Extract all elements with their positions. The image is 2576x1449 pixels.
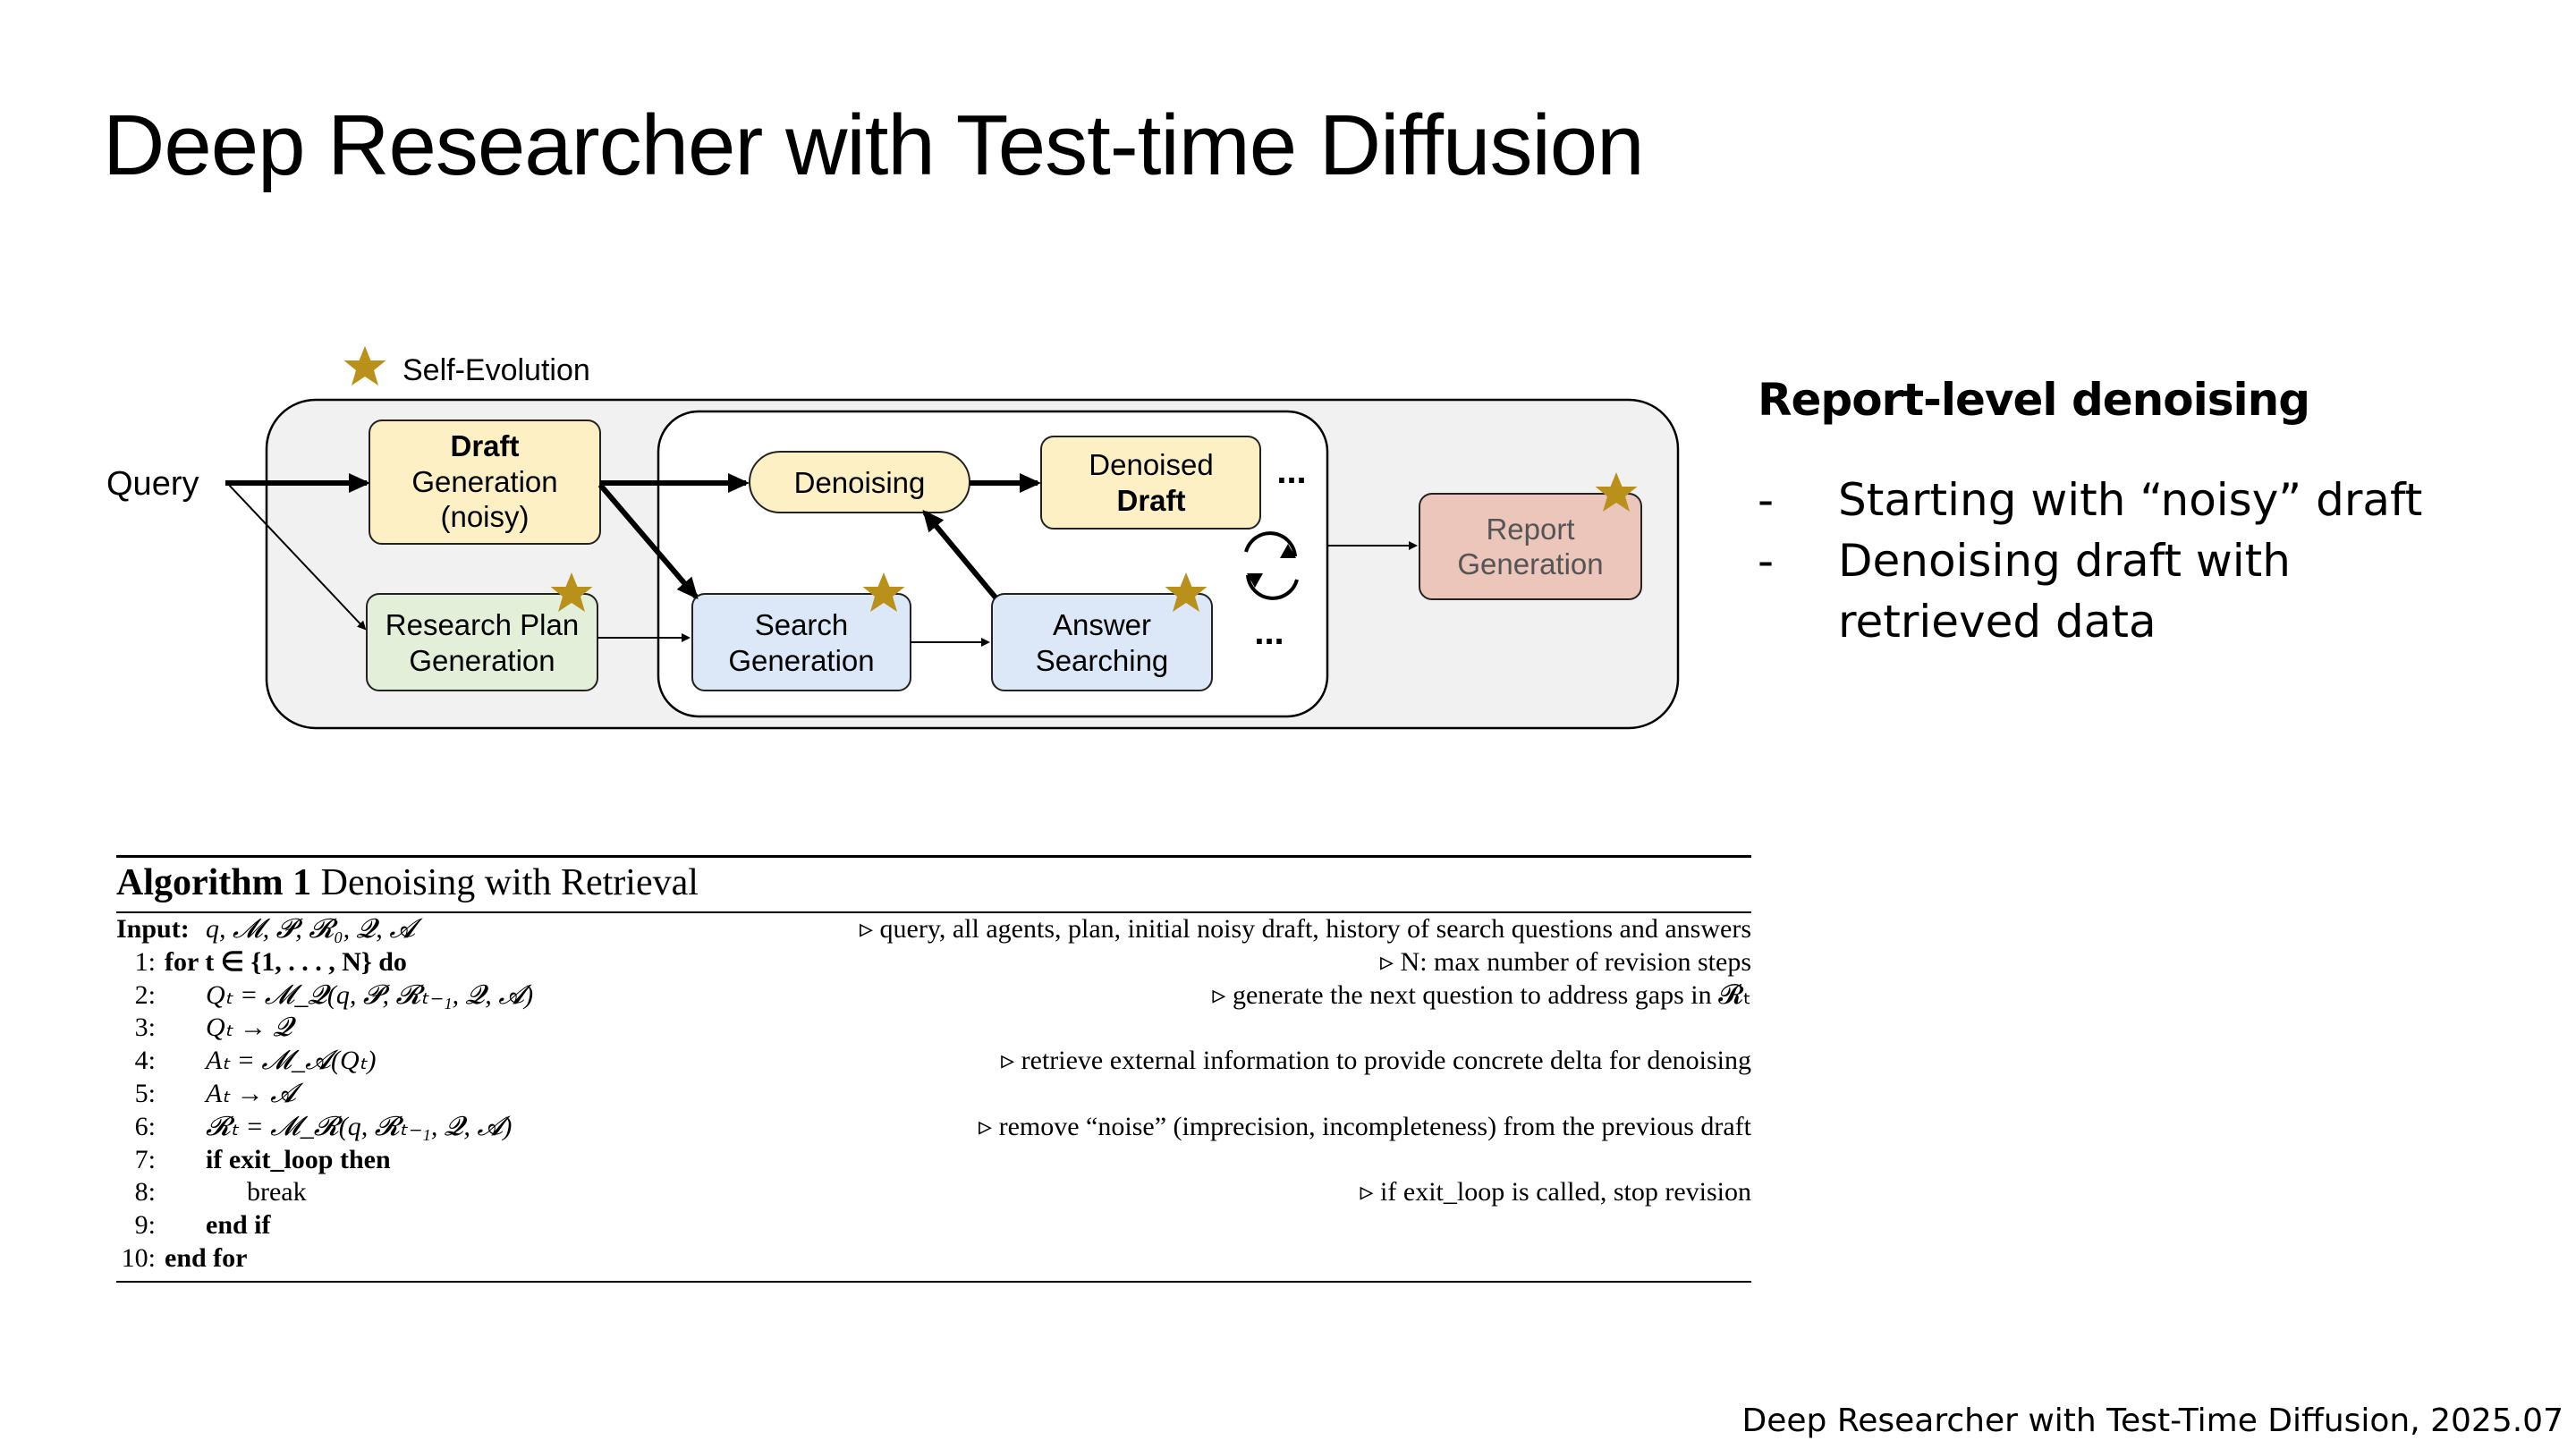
report-generation-line1: Report xyxy=(1486,513,1574,546)
star-icon xyxy=(343,346,386,386)
input-vars: q, 𝓜, 𝓟, 𝓡₀, 𝓠, 𝓐 xyxy=(206,914,416,944)
line-code: Qₜ → 𝓠 xyxy=(206,1013,293,1043)
line-code: break xyxy=(247,1177,307,1208)
line-comment: ▹ N: max number of revision steps xyxy=(1380,946,1751,977)
query-label: Query xyxy=(106,465,199,503)
star-icon xyxy=(862,572,905,612)
line-comment: ▹ retrieve external information to provi… xyxy=(1001,1046,1751,1076)
line-number: 3: xyxy=(134,1013,156,1043)
search-generation-line2: Generation xyxy=(728,644,874,677)
line-number: 6: xyxy=(134,1111,156,1141)
algorithm-mid-rule xyxy=(116,911,1751,913)
draft-generation-line1: Draft xyxy=(450,429,519,462)
arrow-query-to-plan xyxy=(226,482,367,631)
report-generation-line2: Generation xyxy=(1457,547,1603,580)
algorithm-line: 4: Aₜ = 𝓜_𝓐(Qₜ) ▹ retrieve external inform… xyxy=(116,1045,1751,1078)
bullet-text: Denoising draft with retrieved data xyxy=(1838,535,2291,648)
line-number: 7: xyxy=(134,1144,156,1174)
algorithm-line: 5: Aₜ → 𝓐 xyxy=(116,1078,1751,1111)
draft-generation-line2: Generation xyxy=(411,465,557,498)
bullet-text: Starting with “noisy” draft xyxy=(1838,474,2423,526)
ellipsis-top: ... xyxy=(1276,452,1306,491)
report-generation-node xyxy=(1419,493,1642,600)
algorithm-box: Algorithm 1 Denoising with Retrieval Inp… xyxy=(116,855,1751,1283)
line-code: end if xyxy=(206,1210,271,1241)
bullet-item: - Starting with “noisy” draft xyxy=(1758,470,2482,530)
algorithm-line: 8: break ▹ if exit_loop is called, stop re… xyxy=(116,1176,1751,1209)
refresh-cycle-icon xyxy=(1244,531,1299,600)
algorithm-line: 9: end if xyxy=(116,1209,1751,1242)
line-number: 1: xyxy=(134,946,156,977)
line-comment: ▹ generate the next question to address … xyxy=(1212,979,1751,1010)
slide-title: Deep Researcher with Test-time Diffusion xyxy=(103,97,1645,193)
line-comment: ▹ if exit_loop is called, stop revision xyxy=(1360,1177,1752,1208)
answer-searching-node xyxy=(991,593,1213,691)
line-code: end for xyxy=(165,1242,248,1273)
research-plan-line2: Generation xyxy=(409,644,555,677)
line-code: Aₜ = 𝓜_𝓐(Qₜ) xyxy=(206,1046,377,1076)
star-icon xyxy=(1165,572,1208,612)
line-number: 5: xyxy=(134,1078,156,1108)
line-number: 10: xyxy=(121,1242,156,1273)
algorithm-top-rule xyxy=(116,855,1751,858)
bullet-dash: - xyxy=(1758,535,1775,587)
denoised-draft-node xyxy=(1040,436,1261,530)
algorithm-line: 7: if exit_loop then xyxy=(116,1144,1751,1177)
research-plan-line1: Research Plan xyxy=(386,608,579,641)
denoising-label: Denoising xyxy=(794,466,926,499)
search-generation-line1: Search xyxy=(755,608,849,641)
bullet-item: - Denoising draft with retrieved data xyxy=(1758,530,2482,652)
legend-self-evolution: Self-Evolution xyxy=(402,353,590,387)
side-heading: Report-level denoising xyxy=(1758,374,2310,426)
line-code: Qₜ = 𝓜_𝓠(q, 𝓟, 𝓡ₜ₋₁, 𝓠, 𝓐) xyxy=(206,979,534,1010)
line-comment: ▹ remove “noise” (imprecision, incomplet… xyxy=(979,1111,1751,1141)
algorithm-line: 2: Qₜ = 𝓜_𝓠(q, 𝓟, 𝓡ₜ₋₁, 𝓠, 𝓐) ▹ generate t… xyxy=(116,979,1751,1013)
input-label: Input: xyxy=(116,914,190,944)
denoised-draft-line2: Draft xyxy=(1116,484,1185,517)
line-code: 𝓡ₜ = 𝓜_𝓡(q, 𝓡ₜ₋₁, 𝓠, 𝓐) xyxy=(206,1111,513,1141)
draft-generation-line3: (noisy) xyxy=(440,500,529,533)
line-number: 4: xyxy=(134,1046,156,1076)
algorithm-input-line: Input: q, 𝓜, 𝓟, 𝓡₀, 𝓠, 𝓐 ▹ query, all ag… xyxy=(116,913,1751,946)
line-number: 9: xyxy=(134,1210,156,1241)
line-code: for t ∈ {1, . . . , N} do xyxy=(165,946,407,977)
answer-searching-line2: Searching xyxy=(1036,644,1169,677)
algorithm-label: Algorithm 1 xyxy=(116,862,312,903)
star-icon xyxy=(550,572,593,612)
arrow-answer-to-denoising xyxy=(922,509,998,599)
answer-searching-line1: Answer xyxy=(1053,608,1151,641)
arrow-draft-to-search xyxy=(597,483,699,600)
research-plan-node xyxy=(366,593,598,691)
algorithm-name: Denoising with Retrieval xyxy=(320,862,699,903)
bullet-list: - Starting with “noisy” draft - Denoisin… xyxy=(1758,470,2482,652)
line-code: if exit_loop then xyxy=(206,1144,391,1174)
denoised-draft-line1: Denoised xyxy=(1089,448,1213,481)
algorithm-line: 10: end for xyxy=(116,1242,1751,1275)
bullet-dash: - xyxy=(1758,474,1775,526)
algorithm-header: Algorithm 1 Denoising with Retrieval xyxy=(116,858,1751,911)
input-comment: ▹ query, all agents, plan, initial noisy… xyxy=(859,914,1751,944)
algorithm-bottom-rule xyxy=(116,1280,1751,1283)
line-code: Aₜ → 𝓐 xyxy=(206,1078,297,1108)
ellipsis-bottom: ... xyxy=(1254,613,1284,652)
line-number: 2: xyxy=(134,979,156,1010)
star-icon xyxy=(1595,472,1638,512)
algorithm-line: 1: for t ∈ {1, . . . , N} do ▹ N: max numb… xyxy=(116,946,1751,979)
line-number: 8: xyxy=(134,1177,156,1208)
slide-footer: Deep Researcher with Test-Time Diffusion… xyxy=(1741,1402,2563,1439)
algorithm-line: 3: Qₜ → 𝓠 xyxy=(116,1012,1751,1045)
algorithm-line: 6: 𝓡ₜ = 𝓜_𝓡(q, 𝓡ₜ₋₁, 𝓠, 𝓐) ▹ remove “noise… xyxy=(116,1111,1751,1144)
